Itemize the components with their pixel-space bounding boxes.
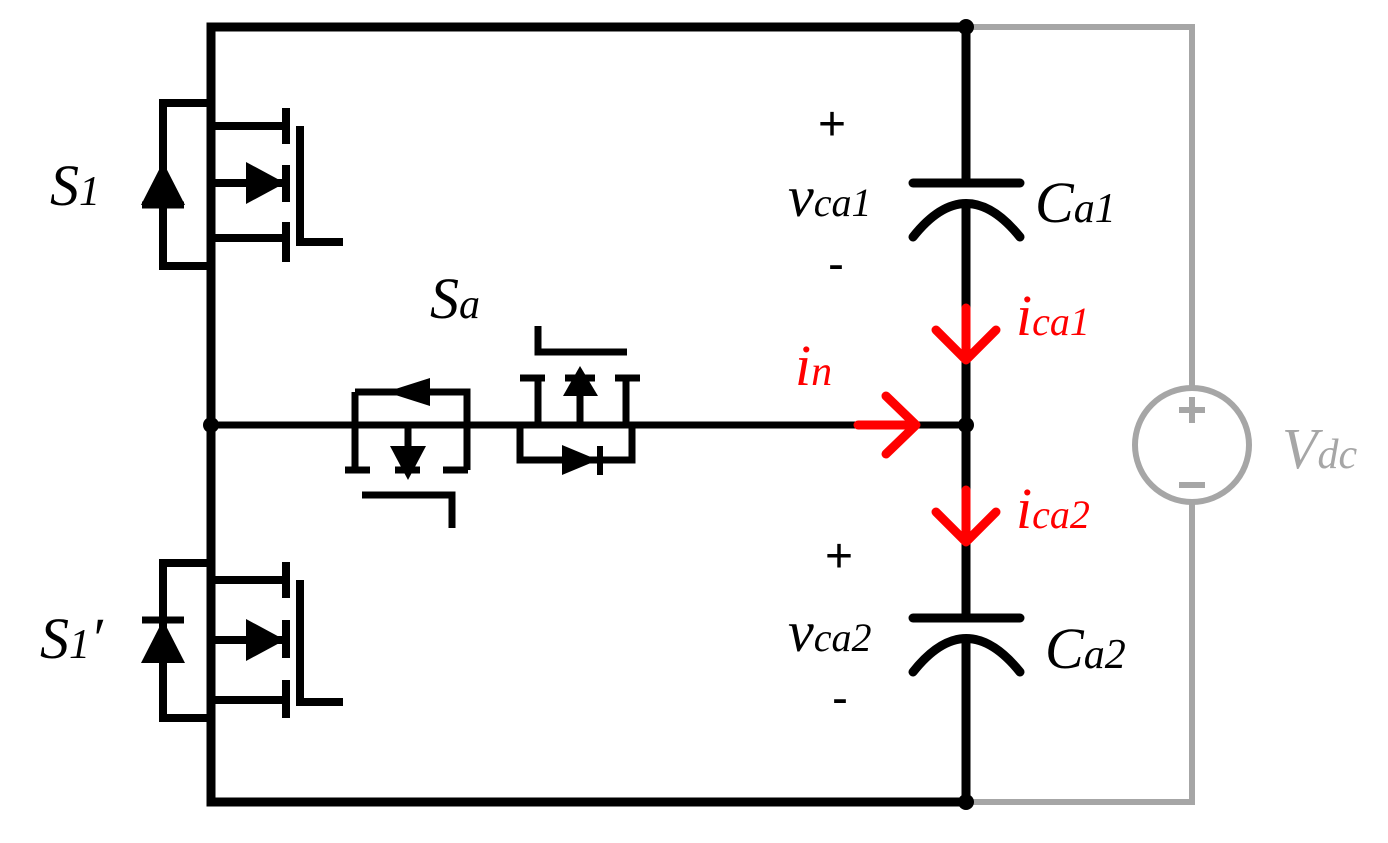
capacitor-ca1	[908, 178, 1025, 242]
label-sa: Sa	[430, 266, 480, 331]
labels: S1 S1′ Sa vca1 vca2 Ca1 Ca2 + - + - ica1…	[40, 98, 1357, 725]
main-wiring	[206, 22, 971, 807]
plus-sign-ca2: +	[825, 530, 853, 583]
junction-dot	[958, 794, 974, 810]
plus-sign-ca1: +	[818, 98, 846, 151]
switch-s1-prime	[141, 559, 343, 722]
switch-s1	[141, 99, 343, 270]
minus-sign-ca1: -	[828, 238, 844, 291]
arrow-ica1	[931, 303, 1001, 365]
label-s1-prime: S1′	[40, 606, 104, 671]
dc-source	[1132, 385, 1252, 505]
junctions	[203, 19, 974, 810]
source-wiring	[966, 24, 1195, 805]
label-in: in	[795, 333, 832, 398]
label-vdc: Vdc	[1282, 416, 1357, 481]
dc-source-plus-icon	[1179, 397, 1205, 423]
switch-sa	[211, 326, 966, 528]
label-s1: S1	[50, 153, 100, 218]
label-vca1: vca1	[788, 164, 872, 229]
junction-dot	[958, 19, 974, 35]
source-loop-wire	[966, 24, 1195, 805]
label-ca2: Ca2	[1045, 616, 1126, 681]
current-arrows	[853, 303, 1001, 547]
label-ica2: ica2	[1016, 476, 1090, 541]
dc-source-circle	[1132, 385, 1252, 505]
label-vca2: vca2	[788, 599, 872, 664]
label-ica1: ica1	[1016, 283, 1090, 348]
arrow-ica2	[931, 485, 1001, 547]
arrow-in	[853, 391, 921, 459]
capacitor-ca2	[908, 613, 1025, 677]
label-ca1: Ca1	[1035, 170, 1116, 235]
minus-sign-ca2: -	[832, 672, 848, 725]
